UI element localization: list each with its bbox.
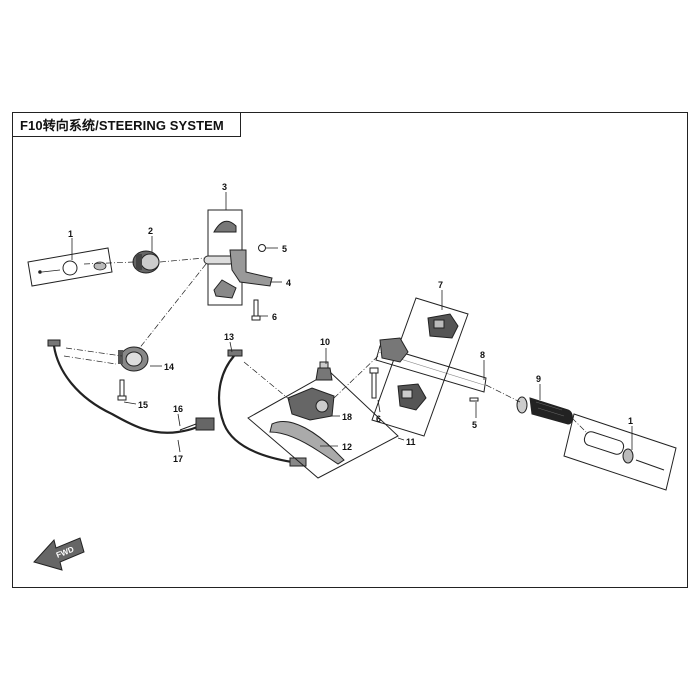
page-title: F10转向系统/STEERING SYSTEM: [20, 117, 224, 133]
part-13-cable: [217, 349, 307, 467]
part-15-screw: [117, 379, 127, 401]
part-6-bolt-right: [369, 367, 379, 399]
callout-17: 17: [173, 454, 183, 464]
part-10-cap: [315, 361, 333, 381]
leader-lines: [71, 192, 633, 453]
callout-15: 15: [138, 400, 148, 410]
callout-2: 2: [148, 226, 153, 236]
part-4-lever: [203, 249, 273, 287]
callout-16: 16: [173, 404, 183, 414]
callout-14: 14: [164, 362, 174, 372]
part-12-lever: [269, 421, 345, 465]
callout-7: 7: [438, 280, 443, 290]
callout-8: 8: [480, 350, 485, 360]
part-1-left-panel: [27, 247, 113, 287]
callout-11: 11: [406, 437, 416, 447]
callout-9: 9: [536, 374, 541, 384]
callout-13: 13: [224, 332, 234, 342]
callout-18: 18: [342, 412, 352, 422]
callout-10: 10: [320, 337, 330, 347]
part-11-panel: [247, 371, 399, 479]
part-1-right-panel: [563, 413, 677, 491]
callout-5-right: 5: [472, 420, 477, 430]
title-box: F10转向系统/STEERING SYSTEM: [12, 112, 241, 137]
callout-6-top: 6: [272, 312, 277, 322]
part-9-grip: [516, 396, 573, 425]
diagram-frame: [12, 112, 688, 588]
part-18-housing: [287, 387, 335, 421]
part-5-nut-top: [258, 244, 266, 252]
callout-5-top: 5: [282, 244, 287, 254]
callout-4: 4: [286, 278, 291, 288]
callout-1-left: 1: [68, 229, 73, 239]
part-5-bolt-right: [469, 397, 479, 402]
callout-3: 3: [222, 182, 227, 192]
fwd-arrow-icon: FWD: [33, 537, 85, 571]
callout-12: 12: [342, 442, 352, 452]
callout-1-right: 1: [628, 416, 633, 426]
part-6-bolt-top: [251, 299, 261, 321]
part-2-housing: [132, 250, 160, 274]
callout-6-right: 6: [376, 414, 381, 424]
part-14-switch: [118, 346, 149, 372]
part-17-cable: [47, 339, 215, 434]
construction-lines: [63, 257, 587, 433]
part-7-switch-panel: [371, 297, 469, 437]
